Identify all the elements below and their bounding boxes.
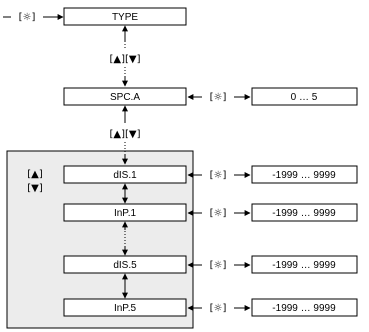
panel-up-key-label: [▲] bbox=[27, 169, 43, 180]
spc-value-box[interactable] bbox=[251, 87, 358, 106]
menu-label-dis-5: dIS.5 bbox=[113, 260, 137, 271]
spc-value-range: 0 … 5 bbox=[291, 92, 318, 103]
nav-keys-label-2: [▲][▼] bbox=[110, 129, 141, 140]
set-button-label-dis-5: [☼] bbox=[210, 260, 227, 271]
menu-label-dis-1: dIS.1 bbox=[113, 170, 137, 181]
value-range-inp-5: -1999 … 9999 bbox=[272, 303, 336, 314]
set-button-label-dis-1: [☼] bbox=[210, 170, 227, 181]
menu-box-dis-1[interactable] bbox=[63, 165, 187, 184]
menu-label-inp-1: InP.1 bbox=[114, 208, 136, 219]
value-range-dis-5: -1999 … 9999 bbox=[272, 260, 336, 271]
menu-box-inp-1[interactable] bbox=[63, 203, 187, 222]
type-menu-box[interactable] bbox=[63, 7, 187, 26]
spc-menu-box[interactable] bbox=[63, 87, 187, 106]
value-box-dis-5[interactable] bbox=[251, 255, 358, 274]
value-box-inp-1[interactable] bbox=[251, 203, 358, 222]
menu-box-inp-5[interactable] bbox=[63, 298, 187, 317]
nav-keys-label-1: [▲][▼] bbox=[110, 54, 141, 65]
value-range-inp-1: -1999 … 9999 bbox=[272, 208, 336, 219]
spc-menu-label: SPC.A bbox=[110, 92, 140, 103]
spc-set-button-label: [☼] bbox=[210, 92, 227, 103]
panel-down-key-label: [▼] bbox=[27, 183, 43, 194]
value-box-dis-1[interactable] bbox=[251, 165, 358, 184]
set-button-label-inp-5: [☼] bbox=[210, 303, 227, 314]
menu-box-dis-5[interactable] bbox=[63, 255, 187, 274]
set-button-label-inp-1: [☼] bbox=[210, 208, 227, 219]
value-box-inp-5[interactable] bbox=[251, 298, 358, 317]
value-range-dis-1: -1999 … 9999 bbox=[272, 170, 336, 181]
menu-label-inp-5: InP.5 bbox=[114, 303, 136, 314]
type-menu-label: TYPE bbox=[112, 12, 138, 23]
entry-set-button-label: [☼] bbox=[19, 12, 36, 23]
